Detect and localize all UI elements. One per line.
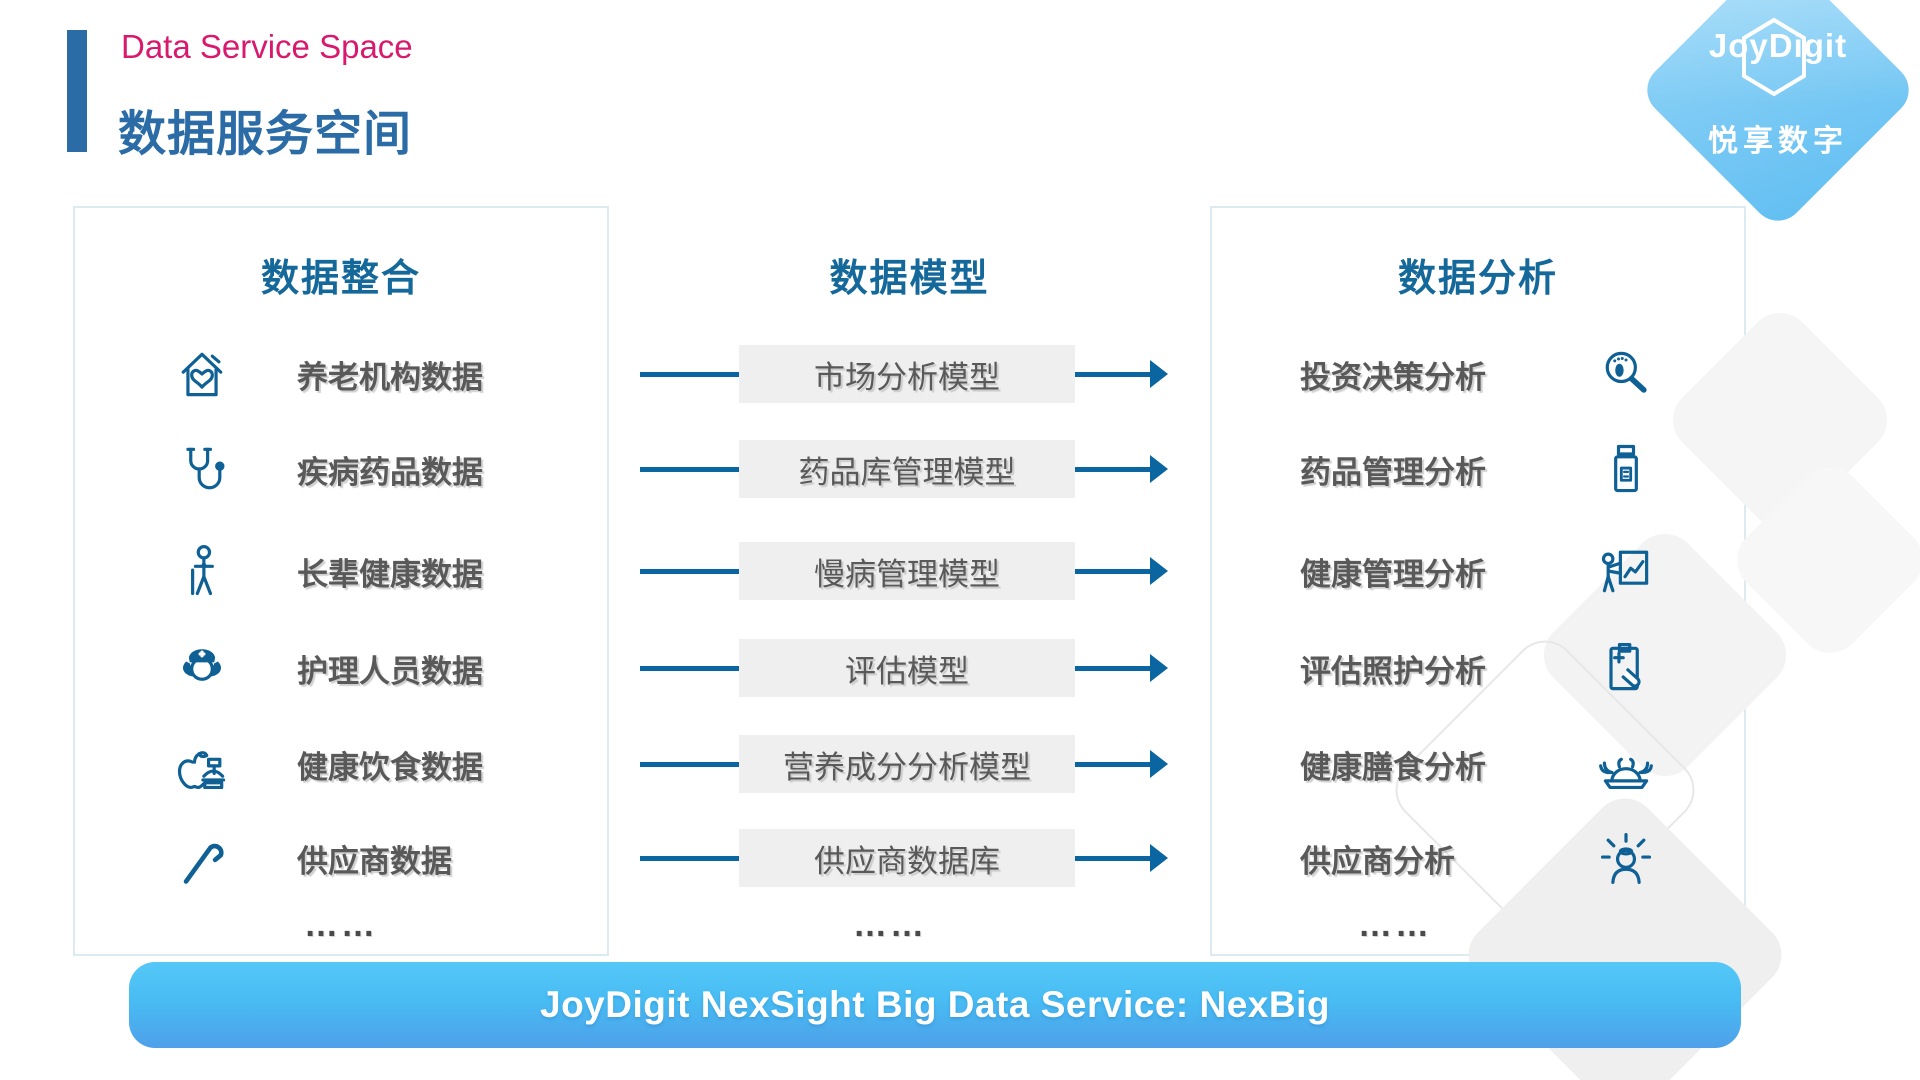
healthy-food-icon [171, 733, 233, 795]
connector-line [640, 856, 739, 861]
list-item-label: 护理人员数据 [297, 653, 483, 689]
model-row: 慢病管理模型 [609, 542, 1210, 600]
magnifier-footprint-icon [1595, 343, 1657, 405]
title-accent-bar [67, 30, 87, 152]
list-item: 护理人员数据 [171, 636, 589, 700]
list-item-label: 健康管理分析 [1300, 556, 1486, 592]
model-row: 评估模型 [609, 639, 1210, 697]
ellipsis-more: …… [853, 906, 927, 944]
list-item: 健康饮食数据 [171, 732, 589, 796]
arrow-line [1075, 467, 1151, 472]
subtitle-english: Data Service Space [121, 28, 413, 65]
house-heart-icon [171, 343, 233, 405]
medicine-bottle-icon [1595, 438, 1657, 500]
connector-line [640, 666, 739, 671]
arrow-right-icon [1150, 654, 1168, 682]
arrow-line [1075, 569, 1151, 574]
page-title: 数据服务空间 [118, 108, 413, 161]
list-item-label: 健康饮食数据 [297, 749, 483, 785]
arrow-right-icon [1150, 455, 1168, 483]
connector-line [640, 372, 739, 377]
ellipsis-more: …… [304, 906, 378, 944]
list-item-label: 长辈健康数据 [297, 556, 483, 592]
list-item: 药品管理分析 [1300, 437, 1746, 501]
arrow-line [1075, 372, 1151, 377]
meal-icon [1595, 733, 1657, 795]
arrow-line [1075, 856, 1151, 861]
bottom-banner: JoyDigit NexSight Big Data Service: NexB… [129, 962, 1741, 1048]
model-box: 慢病管理模型 [739, 542, 1075, 600]
list-item: 供应商数据 [171, 826, 589, 890]
model-box: 评估模型 [739, 639, 1075, 697]
arrow-right-icon [1150, 844, 1168, 872]
integration-panel [73, 206, 609, 956]
model-box: 营养成分分析模型 [739, 735, 1075, 793]
stethoscope-icon [171, 438, 233, 500]
integration-column: 数据整合 养老机构数据 疾病药品数据 [73, 206, 609, 956]
brand-name: JoyDigit [1708, 27, 1848, 64]
model-row: 药品库管理模型 [609, 440, 1210, 498]
hexagon-icon [1742, 17, 1806, 97]
list-item-label: 投资决策分析 [1300, 359, 1486, 395]
list-item: 健康膳食分析 [1300, 732, 1746, 796]
list-item: 投资决策分析 [1300, 342, 1746, 406]
brand-name-chinese: 悦享数字 [1708, 125, 1848, 158]
connector-line [640, 762, 739, 767]
list-item: 养老机构数据 [171, 342, 589, 406]
nurse-icon [171, 637, 233, 699]
integration-title: 数据整合 [260, 258, 421, 300]
model-box: 药品库管理模型 [739, 440, 1075, 498]
health-presentation-icon [1595, 540, 1657, 602]
arrow-line [1075, 762, 1151, 767]
care-clipboard-icon [1595, 637, 1657, 699]
list-item-label: 药品管理分析 [1300, 454, 1486, 490]
banner-text: JoyDigit NexSight Big Data Service: NexB… [540, 984, 1330, 1025]
model-row: 营养成分分析模型 [609, 735, 1210, 793]
list-item-label: 评估照护分析 [1300, 653, 1486, 689]
list-item-label: 健康膳食分析 [1300, 749, 1486, 785]
connector-line [640, 467, 739, 472]
list-item-label: 疾病药品数据 [297, 454, 483, 490]
arrow-right-icon [1150, 360, 1168, 388]
arrow-right-icon [1150, 750, 1168, 778]
model-row: 市场分析模型 [609, 345, 1210, 403]
analysis-title: 数据分析 [1397, 258, 1558, 300]
arrow-right-icon [1150, 557, 1168, 585]
list-item-label: 养老机构数据 [297, 359, 483, 395]
connector-line [640, 569, 739, 574]
model-box: 供应商数据库 [739, 829, 1075, 887]
cane-icon [171, 827, 233, 889]
list-item-label: 供应商数据 [297, 843, 452, 879]
supplier-idea-icon [1595, 827, 1657, 889]
arrow-line [1075, 666, 1151, 671]
list-item: 供应商分析 [1300, 826, 1746, 890]
model-box: 市场分析模型 [739, 345, 1075, 403]
list-item: 健康管理分析 [1300, 539, 1746, 603]
elderly-person-icon [171, 540, 233, 602]
models-column: 数据模型 市场分析模型 药品库管理模型 慢病管理模型 评估模型 营 [609, 206, 1210, 956]
list-item: 长辈健康数据 [171, 539, 589, 603]
model-row: 供应商数据库 [609, 829, 1210, 887]
list-item: 评估照护分析 [1300, 636, 1746, 700]
models-title: 数据模型 [829, 258, 990, 300]
ellipsis-more: …… [1358, 906, 1432, 944]
analysis-column: 数据分析 投资决策分析 药品管理分析 [1210, 206, 1746, 956]
list-item: 疾病药品数据 [171, 437, 589, 501]
list-item-label: 供应商分析 [1300, 843, 1455, 879]
